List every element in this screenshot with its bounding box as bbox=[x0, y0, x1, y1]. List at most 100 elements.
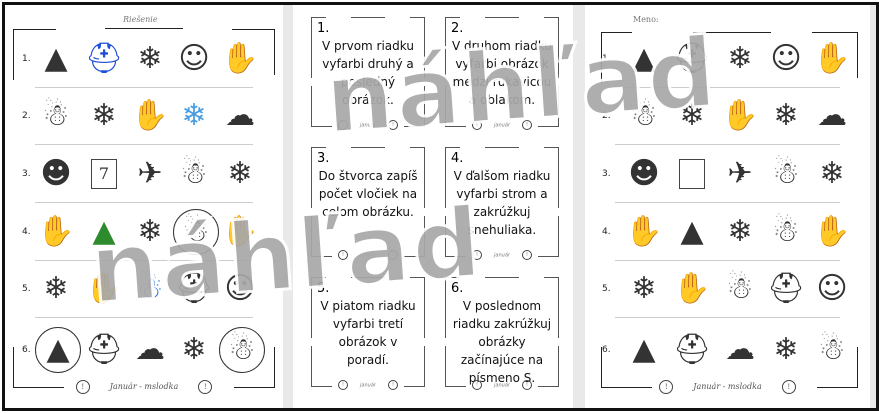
row-number: 4. bbox=[22, 227, 31, 237]
snowman-icon[interactable]: ☃ bbox=[818, 332, 846, 367]
task-card: 3.Do štvorca zapíš počet vločiek na celo… bbox=[311, 147, 425, 263]
snowman-icon[interactable]: ☃ bbox=[772, 214, 800, 249]
snowflake-icon[interactable]: ❄ bbox=[773, 98, 799, 133]
card-top-line bbox=[485, 147, 519, 148]
snowflake-icon[interactable]: ❄ bbox=[181, 98, 207, 133]
mitten-icon[interactable]: ✋ bbox=[813, 41, 851, 76]
snowman-icon[interactable]: ☃ bbox=[180, 156, 208, 191]
cloud-icon[interactable]: ☁ bbox=[817, 98, 847, 133]
snowflake-icon[interactable]: ❄ bbox=[727, 41, 753, 76]
answer-box-container[interactable]: 7 bbox=[83, 153, 125, 195]
card-corner bbox=[445, 216, 466, 257]
mitten-icon[interactable]: ✋ bbox=[813, 214, 851, 249]
title-underline bbox=[105, 28, 183, 29]
card-footer-text: január bbox=[494, 252, 510, 259]
girl-icon[interactable]: ☻ bbox=[628, 156, 660, 191]
row-number: 1. bbox=[22, 54, 31, 64]
clock-icon: ! bbox=[338, 250, 349, 260]
card-corner bbox=[410, 147, 425, 208]
hat-icon[interactable]: ⛑ bbox=[84, 332, 124, 367]
hat-icon[interactable]: ⛑ bbox=[174, 271, 214, 306]
snowflake-icon[interactable]: ❄ bbox=[727, 214, 753, 249]
tree-icon[interactable]: ▲ bbox=[92, 214, 116, 249]
bird-icon[interactable]: ✈ bbox=[137, 156, 163, 191]
item-row: 6. ▲ ⛑ ☁ ❄ ☃ bbox=[585, 323, 870, 379]
mitten-icon[interactable]: ✋ bbox=[37, 214, 75, 249]
mitten-icon[interactable]: ✋ bbox=[221, 41, 259, 76]
snowman-icon[interactable]: ☃ bbox=[630, 98, 658, 133]
tree-icon[interactable]: ▲ bbox=[632, 41, 656, 76]
earmuff-face-icon[interactable]: ☺ bbox=[816, 271, 848, 306]
cloud-icon[interactable]: ☁ bbox=[135, 332, 165, 367]
page-footer: !Január - mslodka! bbox=[585, 380, 870, 394]
clock-icon: ! bbox=[521, 120, 532, 130]
snowflake-icon[interactable]: ❄ bbox=[43, 271, 69, 306]
snowflake-icon[interactable]: ❄ bbox=[679, 98, 705, 133]
girl-icon[interactable]: ☻ bbox=[40, 156, 72, 191]
tree-icon[interactable]: ▲ bbox=[680, 214, 704, 249]
row-separator bbox=[35, 87, 253, 88]
hat-icon[interactable]: ⛑ bbox=[766, 271, 806, 306]
mitten-icon[interactable]: ✋ bbox=[131, 98, 169, 133]
tree-icon[interactable]: ▲ bbox=[44, 41, 68, 76]
card-corner bbox=[445, 277, 460, 338]
row-separator bbox=[35, 317, 253, 318]
mitten-icon[interactable]: ✋ bbox=[625, 214, 663, 249]
clock-icon: ! bbox=[387, 380, 398, 390]
answer-box[interactable]: 7 bbox=[91, 159, 117, 189]
snowman-icon[interactable]: ☃ bbox=[173, 209, 219, 255]
snowflake-icon[interactable]: ❄ bbox=[137, 214, 163, 249]
mitten-icon[interactable]: ✋ bbox=[673, 271, 711, 306]
mitten-icon[interactable]: ✋ bbox=[85, 271, 123, 306]
earmuff-face-icon[interactable]: ☺ bbox=[178, 41, 210, 76]
clock-icon: ! bbox=[387, 250, 398, 260]
snowman-icon[interactable]: ☃ bbox=[136, 271, 164, 306]
card-footer: !január! bbox=[311, 250, 425, 260]
snowman-icon[interactable]: ☃ bbox=[726, 271, 754, 306]
row-separator bbox=[615, 260, 840, 261]
row-number: 3. bbox=[602, 169, 611, 179]
card-corner bbox=[538, 86, 559, 127]
answer-box-container[interactable] bbox=[671, 153, 713, 195]
bird-icon[interactable]: ✈ bbox=[727, 156, 753, 191]
cloud-icon[interactable]: ☁ bbox=[225, 98, 255, 133]
snowman-icon[interactable]: ☃ bbox=[42, 98, 70, 133]
snowflake-icon[interactable]: ❄ bbox=[819, 156, 845, 191]
card-footer-text: január bbox=[494, 122, 510, 129]
task-number: 6. bbox=[451, 281, 464, 296]
cloud-icon[interactable]: ☁ bbox=[725, 332, 755, 367]
snowflake-icon[interactable]: ❄ bbox=[631, 271, 657, 306]
snowman-icon[interactable]: ☃ bbox=[219, 327, 265, 373]
card-footer-text: január bbox=[360, 122, 376, 129]
clock-icon: ! bbox=[472, 120, 483, 130]
row-separator bbox=[615, 317, 840, 318]
footer-text: Január - mslodka bbox=[109, 382, 179, 391]
hat-icon[interactable]: ⛑ bbox=[672, 332, 712, 367]
corner-bracket bbox=[817, 347, 858, 388]
item-row: 1. ▲ ⛑ ❄ ☺ ✋ bbox=[5, 32, 283, 88]
card-corner bbox=[404, 86, 425, 127]
snowflake-icon[interactable]: ❄ bbox=[773, 332, 799, 367]
earmuff-face-icon[interactable]: ☺ bbox=[224, 271, 256, 306]
hat-icon[interactable]: ⛑ bbox=[84, 41, 124, 76]
card-corner bbox=[404, 216, 425, 257]
snowflake-icon[interactable]: ❄ bbox=[227, 156, 253, 191]
tree-icon[interactable]: ▲ bbox=[632, 332, 656, 367]
hat-icon[interactable]: ⛑ bbox=[672, 41, 712, 76]
task-card: 4.V ďalšom riadku vyfarbi strom a zakrúž… bbox=[445, 147, 559, 263]
clock-icon: ! bbox=[521, 380, 532, 390]
item-row: 5.❄✋☃⛑☺ bbox=[5, 262, 283, 318]
answer-box[interactable] bbox=[679, 159, 705, 189]
snowflake-icon[interactable]: ❄ bbox=[137, 41, 163, 76]
snowflake-icon[interactable]: ❄ bbox=[91, 98, 117, 133]
task-card: 5.V piatom riadku vyfarbi tretí obrázok … bbox=[311, 277, 425, 393]
row-number: 6. bbox=[602, 345, 611, 355]
mitten-icon[interactable]: ✋ bbox=[721, 98, 759, 133]
tree-icon[interactable]: ▲ bbox=[35, 327, 81, 373]
earmuff-face-icon[interactable]: ☺ bbox=[770, 41, 802, 76]
mitten-icon[interactable]: ✋ bbox=[221, 214, 259, 249]
clock-icon: ! bbox=[338, 120, 349, 130]
task-number: 5. bbox=[317, 281, 330, 296]
snowflake-icon[interactable]: ❄ bbox=[181, 332, 207, 367]
snowman-icon[interactable]: ☃ bbox=[772, 156, 800, 191]
